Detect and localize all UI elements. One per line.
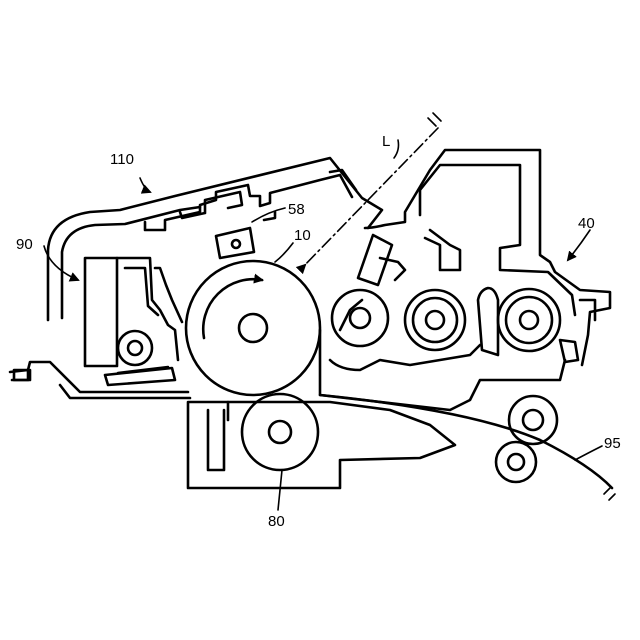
leader-lines [44,178,602,510]
cleaner-unit-90 [85,258,182,385]
break-mark [604,488,615,500]
label-40: 40 [578,215,595,232]
leader-40 [568,230,590,260]
developing-unit-40 [320,150,610,410]
paper-path [320,395,615,500]
sheet-95 [320,395,612,488]
label-110: 110 [110,151,134,168]
label-58: 58 [288,201,305,218]
rotation-arrow [203,279,262,338]
cleaner-roller [118,331,152,365]
label-95: 95 [604,435,621,452]
charger-58 [216,228,254,258]
label-L: L [382,133,390,150]
developing-roller-1 [332,290,388,346]
leader-10 [275,243,293,262]
label-10: 10 [294,227,311,244]
label-80: 80 [268,513,285,530]
feed-roller-lower [496,442,536,482]
leader-80 [278,470,282,510]
transfer-roller [242,394,318,470]
leader-95 [575,446,602,460]
label-90: 90 [16,236,33,253]
photoconductor-drum-10 [186,261,320,395]
leader-110 [140,178,150,192]
beam-break-mark [428,113,441,126]
